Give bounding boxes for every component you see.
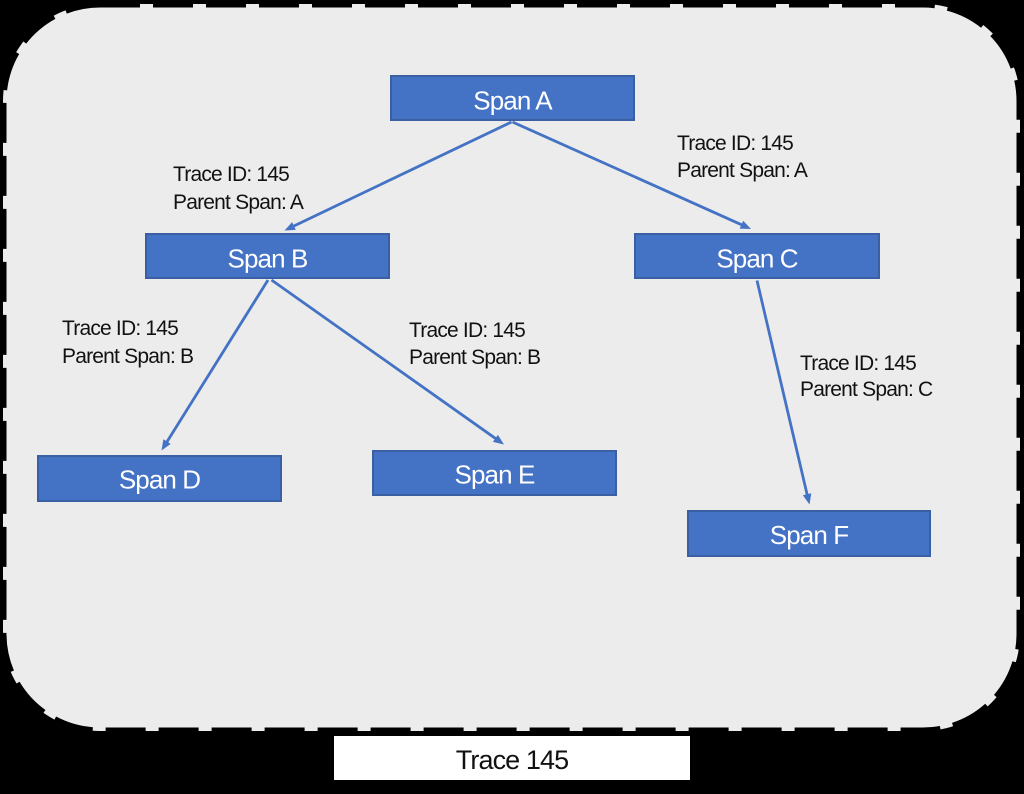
svg-text:Parent Span: B: Parent Span: B [62,345,193,368]
svg-text:Trace ID: 145: Trace ID: 145 [62,317,178,340]
svg-text:Trace ID: 145: Trace ID: 145 [409,319,525,342]
svg-text:Parent Span: C: Parent Span: C [800,378,933,401]
svg-text:Trace 145: Trace 145 [456,745,568,775]
svg-text:Parent Span: A: Parent Span: A [173,191,304,214]
svg-text:Parent Span: A: Parent Span: A [677,159,808,182]
svg-text:Span A: Span A [473,86,553,116]
svg-text:Span D: Span D [119,465,200,495]
svg-text:Trace ID: 145: Trace ID: 145 [173,163,289,186]
svg-text:Trace ID: 145: Trace ID: 145 [800,352,916,375]
svg-text:Trace ID: 145: Trace ID: 145 [677,132,793,155]
svg-text:Span F: Span F [770,520,848,550]
svg-text:Span E: Span E [455,460,535,490]
svg-text:Span B: Span B [228,244,308,274]
svg-text:Parent Span: B: Parent Span: B [409,346,540,369]
svg-text:Span C: Span C [716,244,797,274]
